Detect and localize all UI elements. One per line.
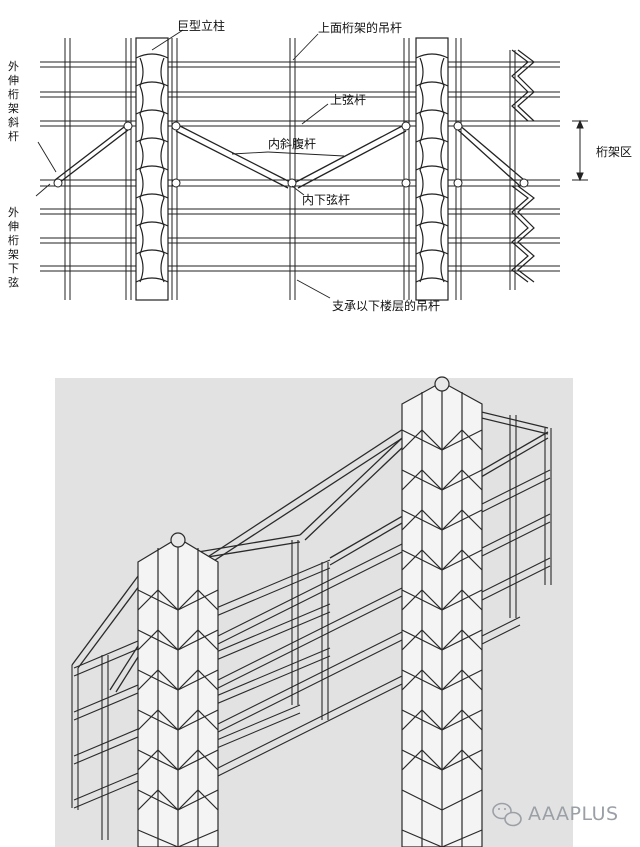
label-outrigger-lower-chord: 外 伸 桁 架 下 弦 [8, 206, 19, 289]
label-inner-lower-chord: 内下弦杆 [302, 192, 350, 207]
svg-text:伸: 伸 [8, 74, 19, 87]
giant-column-left [135, 37, 169, 301]
watermark-text: AAAPLUS [528, 803, 619, 825]
hanger-rods [64, 38, 516, 300]
elevation-drawing: 巨型立柱 上面桁架的吊杆 上弦杆 内斜腹杆 内下弦杆 桁架区 支承以下楼层的吊杆… [8, 18, 632, 313]
svg-text:外: 外 [8, 60, 19, 73]
svg-text:桁: 桁 [8, 87, 19, 101]
right-zigzag [511, 49, 535, 283]
label-upper-chord: 上弦杆 [330, 92, 366, 107]
label-hanger-below: 支承以下楼层的吊杆 [332, 298, 440, 313]
floor-beams [40, 61, 560, 272]
svg-text:外: 外 [8, 206, 19, 219]
truss-members [54, 123, 525, 189]
svg-text:弦: 弦 [8, 275, 19, 289]
svg-text:架: 架 [8, 248, 19, 261]
wechat-icon [492, 802, 522, 827]
svg-text:下: 下 [8, 262, 19, 275]
truss-zone-dimension [572, 119, 588, 182]
label-inner-diagonal-web: 内斜腹杆 [268, 137, 316, 151]
isometric-background [55, 378, 573, 847]
label-upper-truss-hanger: 上面桁架的吊杆 [318, 20, 402, 35]
label-giant-column: 巨型立柱 [177, 18, 225, 33]
giant-column-right [415, 37, 449, 301]
label-outrigger-diagonal: 外 伸 桁 架 斜 杆 [8, 60, 19, 143]
watermark: AAAPLUS [492, 802, 619, 827]
isometric-view: AAAPLUS [55, 376, 619, 847]
leader-lines [35, 29, 345, 299]
iso-tower-right [401, 376, 483, 847]
svg-text:杆: 杆 [8, 129, 19, 143]
joint-markers [53, 121, 529, 188]
svg-text:桁: 桁 [8, 233, 19, 247]
iso-tower-left [137, 532, 219, 847]
label-truss-zone: 桁架区 [596, 145, 632, 159]
svg-text:斜: 斜 [8, 116, 19, 129]
svg-text:伸: 伸 [8, 220, 19, 233]
iso-hanging-rods [71, 415, 552, 840]
svg-text:架: 架 [8, 102, 19, 115]
